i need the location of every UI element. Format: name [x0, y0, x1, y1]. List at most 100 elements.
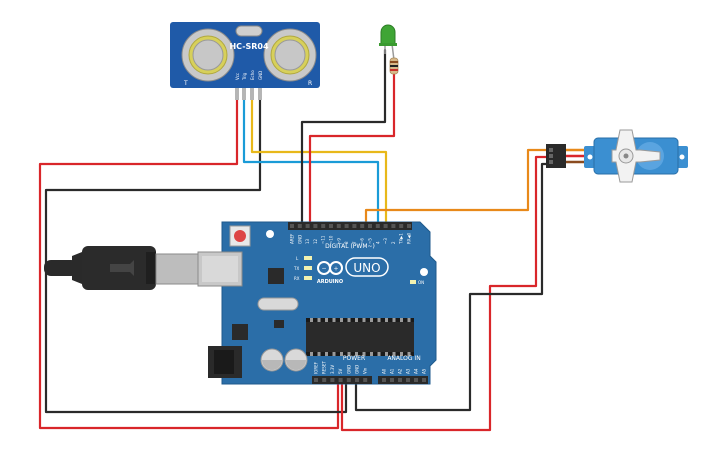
chip-leg — [355, 318, 358, 322]
chip-leg — [310, 352, 313, 356]
digital-header[interactable] — [288, 222, 412, 230]
digital-pin-label: ~3 — [383, 238, 388, 244]
digital-pin-hole[interactable] — [391, 224, 396, 228]
digital-pin-hole[interactable] — [297, 224, 302, 228]
wire-sensor-vcc[interactable] — [38, 98, 340, 430]
wire-sensor-echo[interactable] — [250, 98, 388, 230]
digital-pin-label: AREF — [290, 233, 295, 244]
digital-pin-label: RX◀0 — [407, 232, 412, 244]
sensor-corner-label-right: R — [308, 80, 312, 87]
resistor[interactable] — [389, 57, 399, 75]
power-pin-label: Vin — [363, 367, 368, 374]
digital-pin-label: ~5 — [368, 238, 373, 244]
power-pin-hole[interactable] — [314, 378, 318, 382]
digital-pin-label: 13 — [305, 238, 310, 244]
usb-chip — [268, 268, 284, 284]
chip-leg — [347, 352, 351, 356]
svg-text:−: − — [321, 265, 326, 272]
power-pin-hole[interactable] — [346, 378, 351, 382]
usb-cable-cord — [44, 260, 78, 276]
power-pin-label: 5V — [338, 368, 343, 374]
digital-pin-hole[interactable] — [375, 224, 380, 228]
chip-leg — [407, 318, 411, 322]
chip-leg — [325, 352, 328, 356]
digital-pin-hole[interactable] — [360, 224, 365, 228]
power-header[interactable] — [312, 376, 372, 384]
chip-leg — [317, 318, 321, 322]
chip-leg — [317, 352, 321, 356]
digital-pin-hole[interactable] — [336, 224, 341, 228]
analog-pin-hole[interactable] — [398, 378, 402, 382]
analog-pin-hole[interactable] — [422, 378, 426, 382]
chip-leg — [377, 318, 381, 322]
chip-leg — [407, 352, 411, 356]
digital-pin-label: ~9 — [336, 238, 341, 244]
usb-cable[interactable] — [44, 246, 199, 290]
analog-pin-hole[interactable] — [406, 378, 410, 382]
ultrasonic-sensor[interactable]: HC-SR04 Vcc Trig Echo GND T R — [170, 22, 320, 100]
chip-leg — [362, 352, 366, 356]
wire-led-gnd[interactable] — [300, 48, 387, 230]
digital-pin-hole[interactable] — [399, 224, 404, 228]
analog-pin-hole[interactable] — [390, 378, 394, 382]
chip-leg — [332, 352, 336, 356]
digital-pin-hole[interactable] — [383, 224, 388, 228]
wire-servo-signal[interactable] — [364, 148, 554, 230]
led-label-l: L — [296, 256, 299, 261]
power-pin-hole[interactable] — [330, 378, 335, 382]
chip-leg — [332, 318, 336, 322]
power-pin-hole[interactable] — [363, 378, 368, 382]
power-pin-hole[interactable] — [355, 378, 359, 382]
analog-pin-hole[interactable] — [382, 378, 386, 382]
power-pin-hole[interactable] — [338, 378, 343, 382]
analog-pin-label: A3 — [406, 368, 411, 374]
board-brand-label: ARDUINO — [317, 279, 343, 285]
servo-motor[interactable] — [546, 129, 688, 183]
led-component[interactable] — [379, 24, 397, 61]
digital-pin-hole[interactable] — [290, 224, 294, 228]
board-crystal — [257, 297, 299, 311]
digital-pin-label: 12 — [313, 238, 318, 244]
led-green — [380, 24, 396, 45]
digital-pin-hole[interactable] — [368, 224, 372, 228]
led-label-on: ON — [418, 280, 424, 285]
digital-pin-label: 8 — [344, 241, 349, 244]
sensor-pin-label-gnd: GND — [258, 71, 263, 80]
chip-leg — [377, 352, 381, 356]
wire-sensor-gnd[interactable] — [44, 98, 348, 414]
chip-leg — [400, 318, 403, 322]
servo-horn[interactable] — [611, 129, 661, 183]
led-label-rx: RX — [294, 276, 300, 281]
chip-leg — [362, 318, 366, 322]
digital-pin-hole[interactable] — [407, 224, 411, 228]
sensor-pin-label-vcc: Vcc — [235, 73, 240, 80]
wires — [38, 48, 554, 432]
chip-leg — [355, 352, 358, 356]
power-pin-label: 3.3V — [330, 365, 335, 374]
power-pin-label: GND — [346, 365, 351, 374]
wire-led-signal[interactable] — [308, 70, 396, 230]
svg-text:+: + — [333, 266, 338, 273]
digital-pin-hole[interactable] — [313, 224, 318, 228]
analog-header[interactable] — [378, 376, 428, 384]
digital-pin-hole[interactable] — [329, 224, 333, 228]
wire-servo-gnd[interactable] — [354, 162, 554, 412]
reset-button[interactable] — [229, 225, 251, 247]
power-pin-label: GND — [355, 365, 360, 374]
analog-pin-hole[interactable] — [414, 378, 418, 382]
analog-pin-label: A4 — [414, 368, 419, 374]
digital-header-label: DIGITAL (PWM~) — [325, 243, 375, 250]
digital-pin-hole[interactable] — [305, 224, 310, 228]
digital-pin-hole[interactable] — [321, 224, 326, 228]
power-pin-hole[interactable] — [322, 378, 327, 382]
digital-pin-hole[interactable] — [352, 224, 357, 228]
wire-servo-vcc[interactable] — [340, 155, 554, 432]
chip-leg — [392, 352, 396, 356]
digital-pin-hole[interactable] — [344, 224, 349, 228]
digital-pin-label: ~10 — [329, 235, 334, 244]
sensor-pin-label-trig: Trig — [242, 72, 247, 81]
